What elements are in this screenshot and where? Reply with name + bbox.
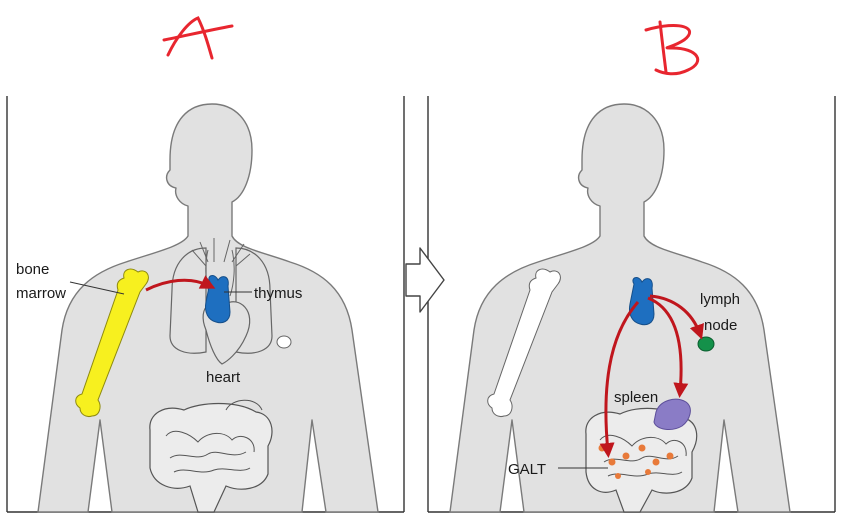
label-thymus: thymus (254, 285, 302, 302)
label-marrow: marrow (16, 285, 66, 302)
label-spleen: spleen (614, 389, 658, 406)
intestines-a (149, 399, 273, 513)
migration-arrow-a (145, 275, 216, 292)
arrow-to-spleen (647, 296, 689, 398)
arrow-to-galt (599, 301, 640, 458)
arrow-to-lymph-node (649, 294, 704, 340)
thymus-organ-b (629, 277, 655, 326)
label-heart: heart (206, 369, 241, 386)
spleen-organ (653, 398, 691, 430)
bone-outline-b (487, 268, 561, 417)
intestines-b (585, 407, 698, 513)
label-galt: GALT (508, 461, 546, 478)
panel-a: bone marrow thymus heart (16, 103, 379, 513)
leader-bone-marrow (69, 281, 125, 295)
panel-b-letter-text: B (0, 0, 1, 1)
label-lymph: lymph (700, 291, 740, 308)
label-node: node (704, 317, 737, 334)
bone-marrow-bone (75, 268, 149, 417)
lymph-node-organ (697, 336, 715, 352)
panel-a-letter: A (0, 0, 234, 60)
small-organ-a (276, 335, 292, 349)
label-bone: bone (16, 261, 49, 278)
panel-a-letter-text: A (0, 0, 1, 1)
panel-b-letter: B (0, 0, 700, 76)
panel-b: lymph node spleen GALT (449, 103, 791, 513)
right-arrow-icon (405, 247, 445, 313)
